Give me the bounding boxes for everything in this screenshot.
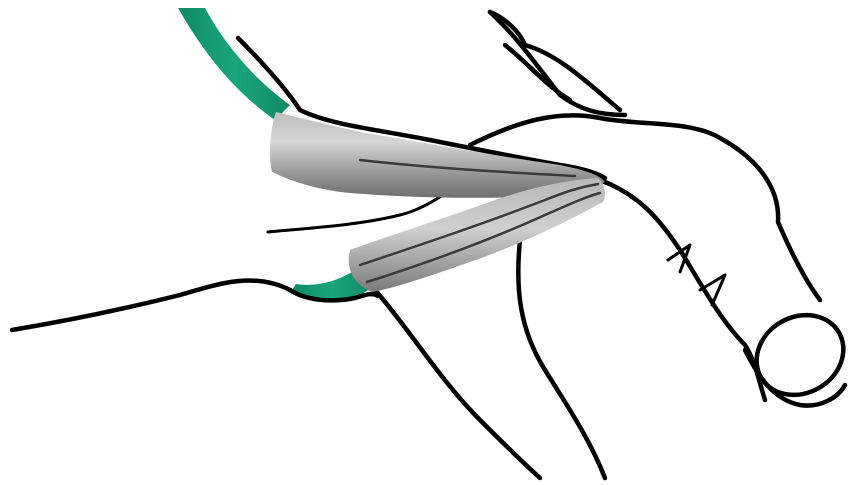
vessel-lower-wall: [600, 180, 765, 400]
lower-right-contour-2: [518, 240, 605, 478]
lower-right-contour-1: [375, 290, 540, 478]
lower-left-contour: [12, 281, 290, 330]
vessel-open-end: [742, 300, 851, 411]
vessel-branch-inner: [505, 45, 570, 100]
green-tube-icon: [178, 8, 290, 120]
vessel-branch-outer: [490, 12, 620, 110]
upper-green-tube: [178, 8, 290, 120]
